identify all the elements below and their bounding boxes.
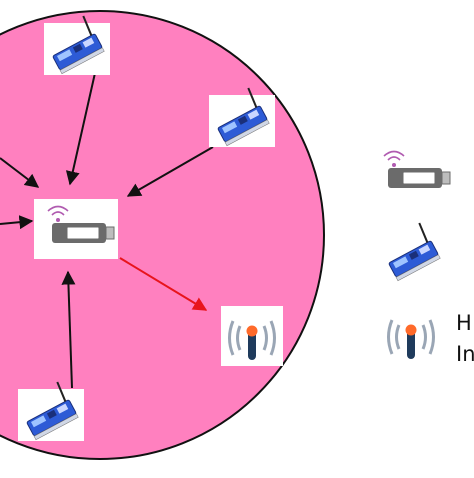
sensor-node-top [41,14,111,76]
arrow-gateway-to-beacon [119,257,208,311]
sensor-node-bottom [15,380,85,442]
arrow-left-top-to-gateway [0,157,40,188]
arrow-gateway-to-bottom-sensor [61,270,76,389]
beacon-node [219,304,285,368]
arrow-top-sensor-to-gateway [65,72,96,186]
sensor-node-right [206,86,276,148]
legend-sensor-icon [377,221,447,283]
legend-label-beacon-line1: H [456,311,472,335]
gateway-node [33,198,119,260]
arrow-left-mid-to-gateway [0,215,34,230]
legend-label-beacon-line2: In [456,342,474,366]
legend-beacon-icon [378,303,444,367]
arrow-right-sensor-to-gateway [126,146,214,197]
legend-gateway-icon [369,143,455,205]
